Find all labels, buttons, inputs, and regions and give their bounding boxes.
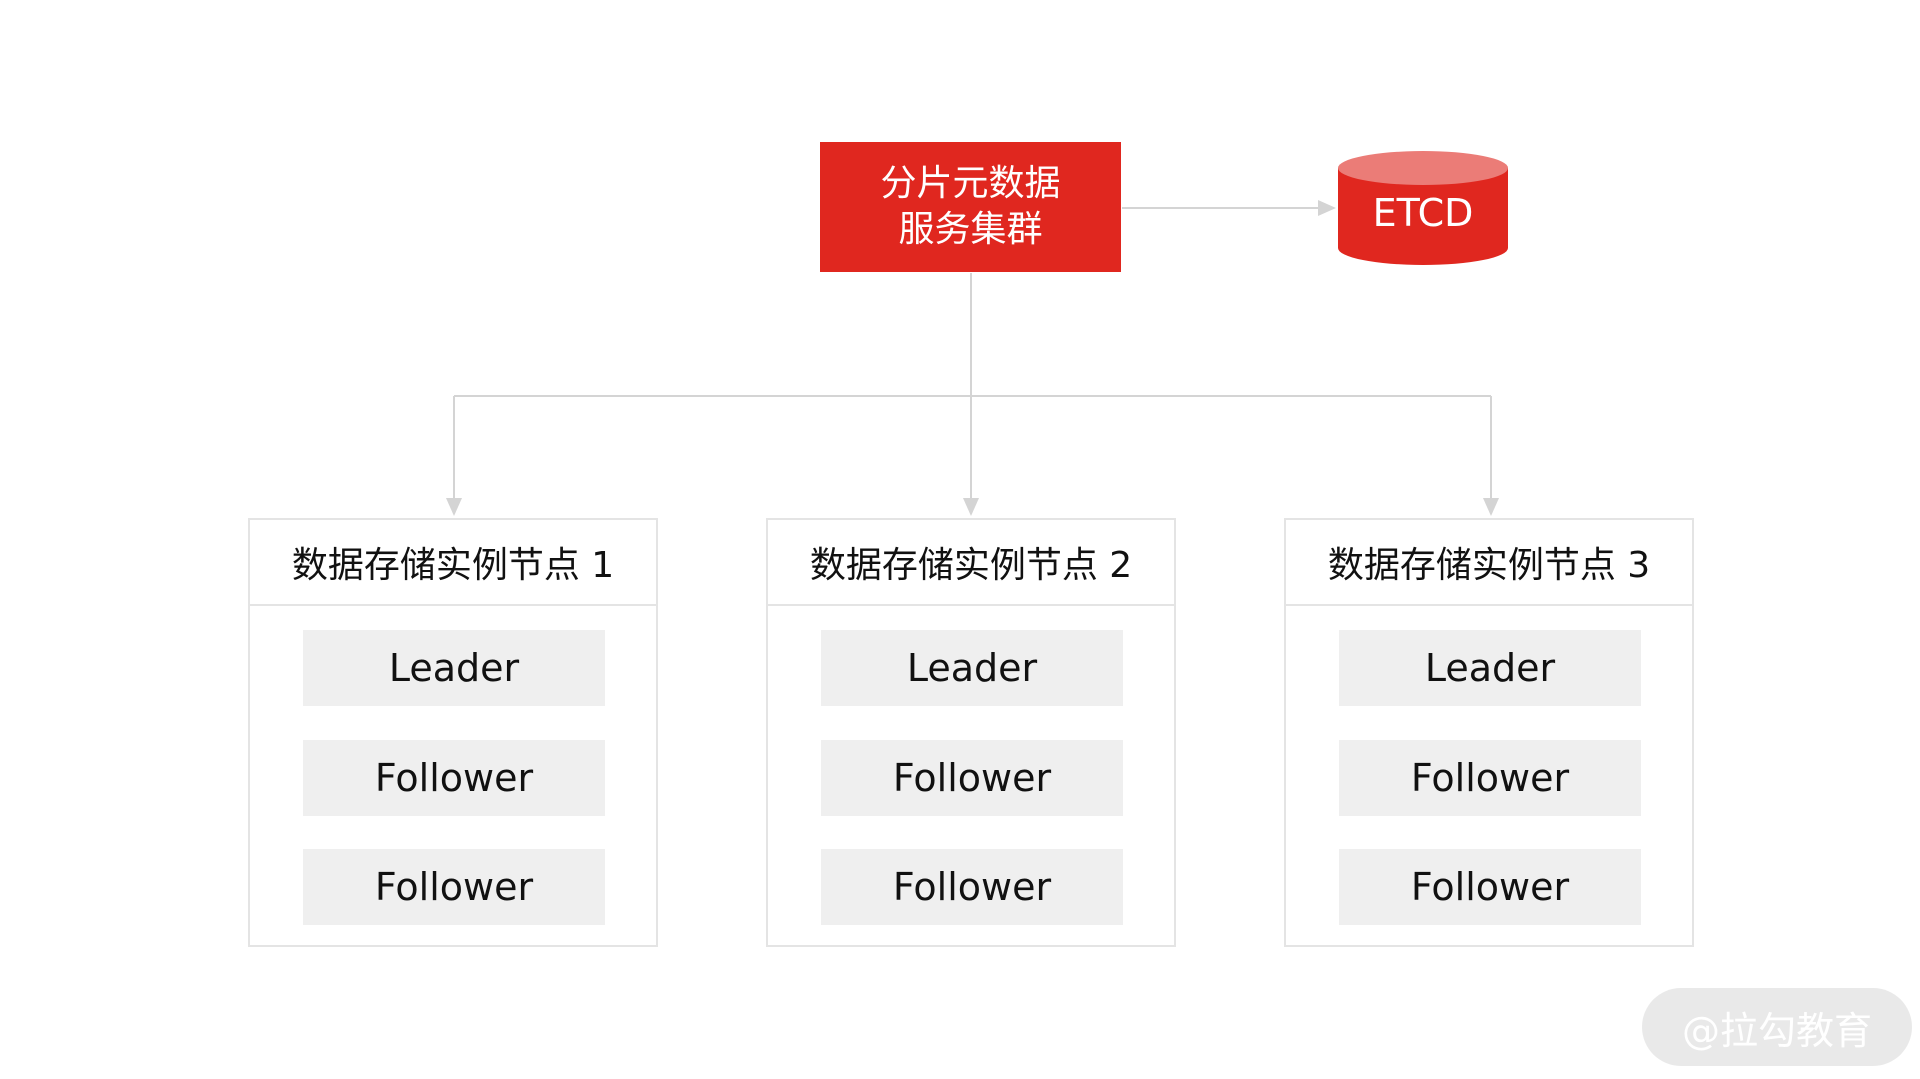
replica-follower: Follower [821, 740, 1123, 816]
replica-follower: Follower [1339, 849, 1641, 925]
storage-node-title: 数据存储实例节点 2 [768, 520, 1174, 606]
storage-node-title: 数据存储实例节点 3 [1286, 520, 1692, 606]
etcd-database-icon [1338, 151, 1508, 265]
storage-node-1: 数据存储实例节点 1 Leader Follower Follower [248, 518, 658, 947]
etcd-label: ETCD [1372, 191, 1474, 235]
watermark: @拉勾教育 [1642, 988, 1912, 1066]
replica-leader: Leader [303, 630, 605, 706]
replica-follower: Follower [303, 740, 605, 816]
storage-node-2: 数据存储实例节点 2 Leader Follower Follower [766, 518, 1176, 947]
replica-follower: Follower [303, 849, 605, 925]
meta-service-box: 分片元数据 服务集群 [820, 142, 1121, 272]
meta-service-line1: 分片元数据 [880, 163, 1061, 204]
replica-leader: Leader [821, 630, 1123, 706]
replica-follower: Follower [821, 849, 1123, 925]
storage-node-3: 数据存储实例节点 3 Leader Follower Follower [1284, 518, 1694, 947]
meta-service-line2: 服务集群 [898, 209, 1043, 250]
storage-node-title: 数据存储实例节点 1 [250, 520, 656, 606]
replica-leader: Leader [1339, 630, 1641, 706]
replica-follower: Follower [1339, 740, 1641, 816]
